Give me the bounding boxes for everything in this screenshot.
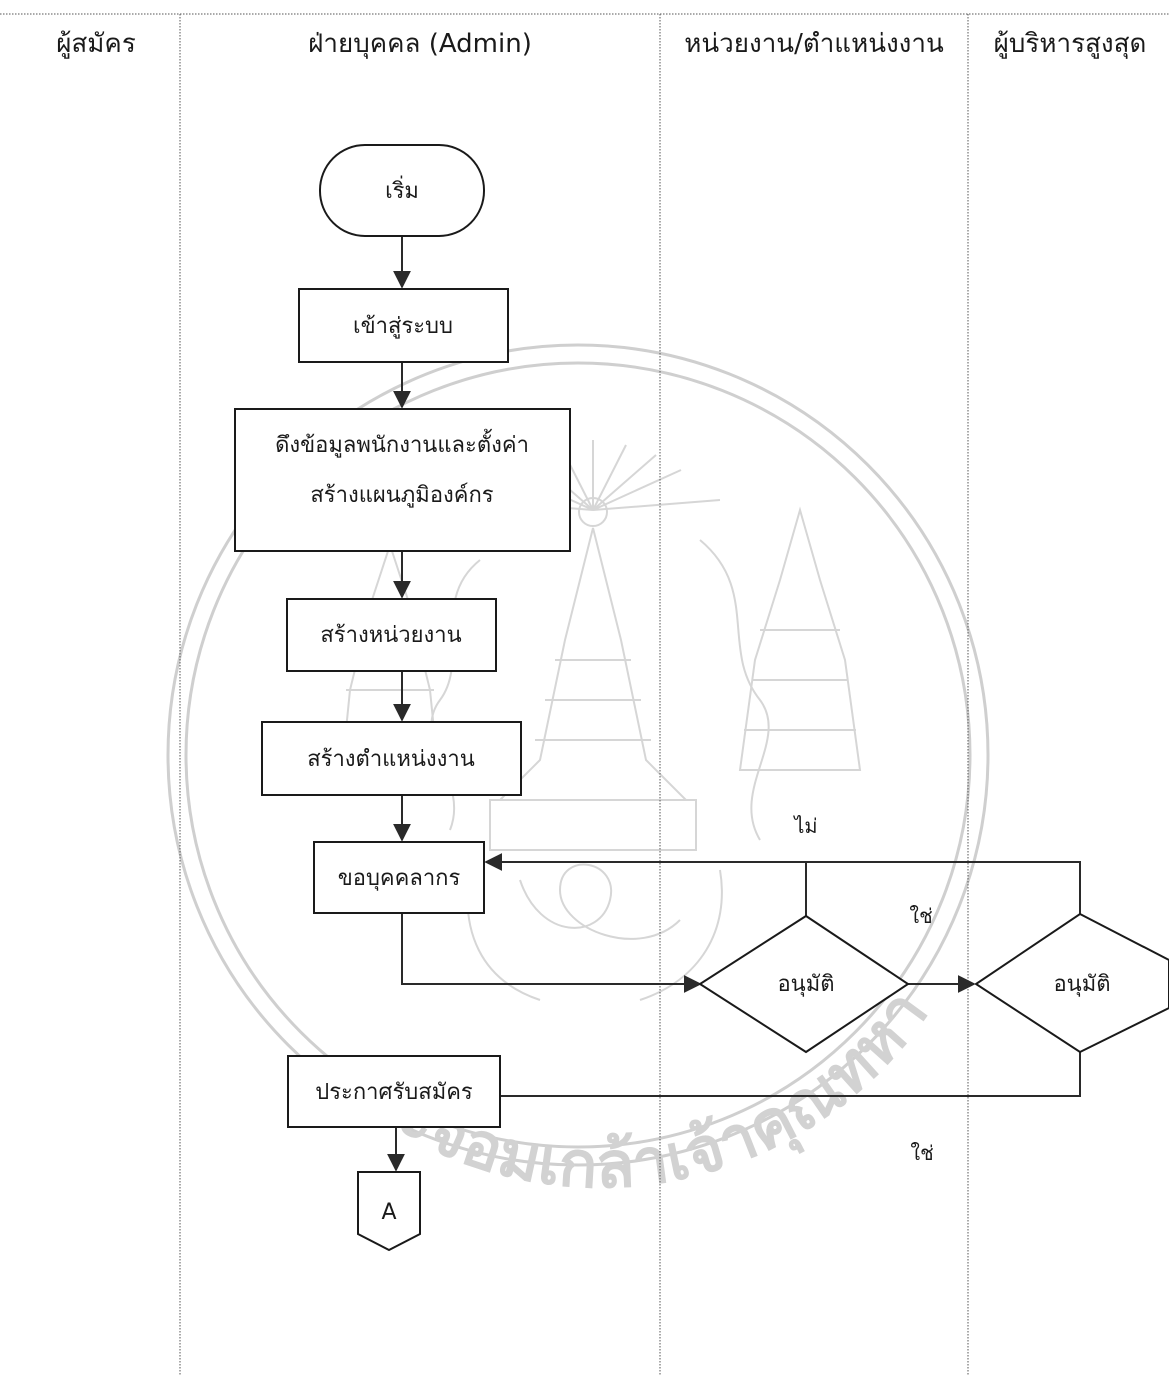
node-fetch-label-line2: สร้างแผนภูมิองค์กร [310, 483, 493, 508]
node-start-label: เริ่ม [385, 175, 419, 204]
node-offpage-connector-a: A [357, 1171, 421, 1252]
node-create-unit: สร้างหน่วยงาน [286, 598, 497, 672]
node-create-position-label: สร้างตำแหน่งงาน [307, 747, 475, 772]
node-approve-unit-label: อนุมัติ [777, 972, 834, 997]
arrow-approve-exec-no [806, 861, 1081, 914]
arrow-request-to-approve-unit [401, 913, 702, 993]
node-request-staff-label: ขอบุคคลากร [338, 866, 461, 891]
swimlane-grid [0, 13, 1169, 1376]
flow-connectors [387, 236, 1081, 1172]
node-fetch-data: ดึงข้อมูลพนักงานและตั้งค่า สร้างแผนภูมิอ… [234, 408, 571, 552]
node-connector-label: A [381, 1200, 396, 1225]
node-create-position: สร้างตำแหน่งงาน [261, 721, 522, 796]
node-announce: ประกาศรับสมัคร [287, 1055, 501, 1128]
node-fetch-label-line1: ดึงข้อมูลพนักงานและตั้งค่า [275, 429, 529, 458]
node-login-label: เข้าสู่ระบบ [353, 314, 453, 339]
node-create-unit-label: สร้างหน่วยงาน [320, 623, 461, 648]
node-request-staff: ขอบุคคลากร [313, 841, 485, 914]
lane-title-exec: ผู้บริหารสูงสุด [994, 29, 1147, 59]
node-approve-exec: อนุมัติ [974, 912, 1169, 1054]
node-approve-exec-label: อนุมัติ [1053, 972, 1110, 997]
lane-title-applicant: ผู้สมัคร [56, 29, 136, 59]
edge-label-yes-unit: ใช่ [909, 904, 932, 928]
node-announce-label: ประกาศรับสมัคร [315, 1080, 473, 1105]
edge-label-yes-exec: ใช่ [910, 1141, 933, 1165]
lane-title-hr: ฝ่ายบุคคล (Admin) [308, 29, 532, 59]
node-login: เข้าสู่ระบบ [298, 288, 509, 363]
arrow-approve-exec-yes [500, 1052, 1081, 1097]
node-start: เริ่ม [319, 144, 485, 237]
lane-title-unit: หน่วยงาน/ตำแหน่งงาน [684, 29, 944, 59]
node-approve-unit: อนุมัติ [698, 914, 910, 1054]
edge-label-no: ไม่ [792, 814, 817, 838]
